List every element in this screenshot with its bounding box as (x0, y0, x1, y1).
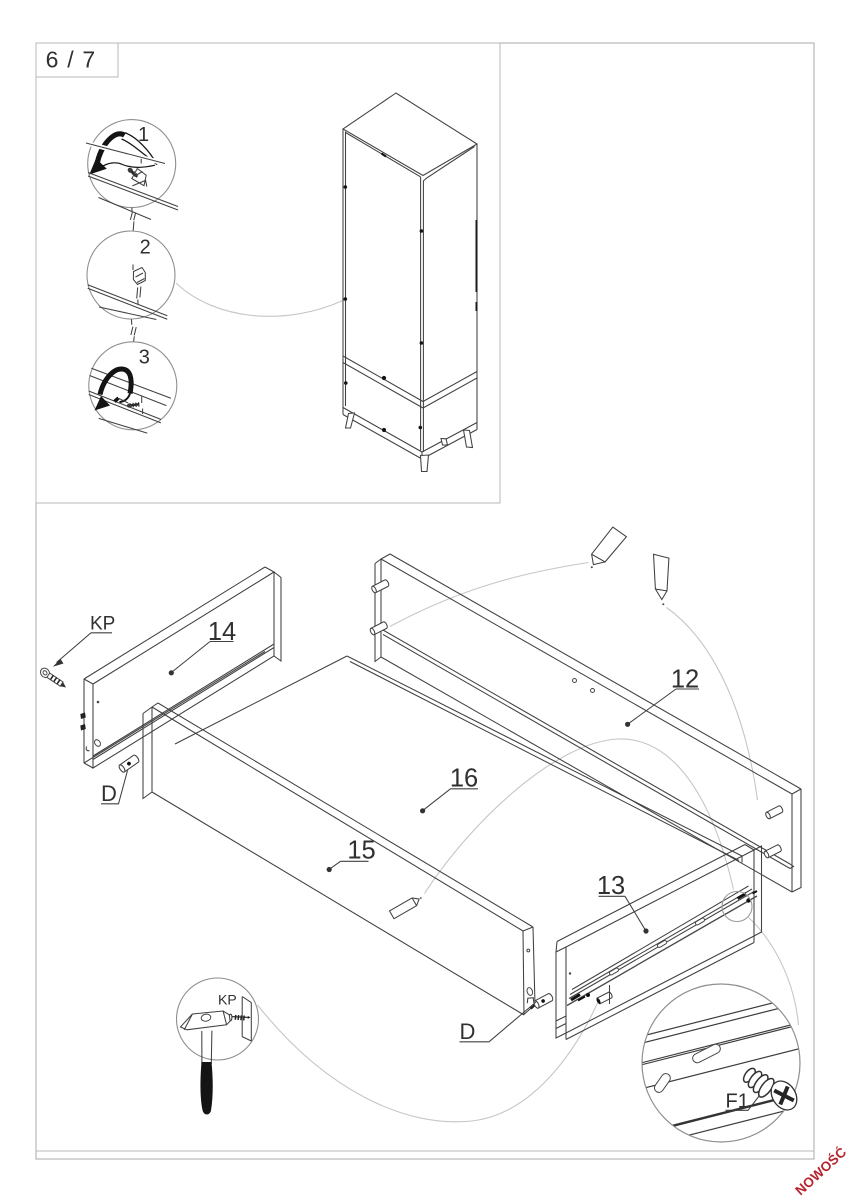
svg-text:13: 13 (597, 872, 625, 900)
svg-text:KP: KP (90, 614, 115, 635)
svg-text:15: 15 (347, 837, 375, 865)
svg-text:KP: KP (218, 992, 237, 1008)
svg-text:1: 1 (138, 124, 149, 146)
svg-text:3: 3 (139, 347, 150, 369)
svg-text:6 / 7: 6 / 7 (46, 47, 97, 73)
svg-text:F1: F1 (726, 1091, 749, 1113)
svg-text:D: D (460, 1019, 476, 1044)
svg-text:D: D (101, 781, 117, 806)
svg-text:16: 16 (450, 765, 478, 793)
svg-text:2: 2 (140, 237, 151, 259)
